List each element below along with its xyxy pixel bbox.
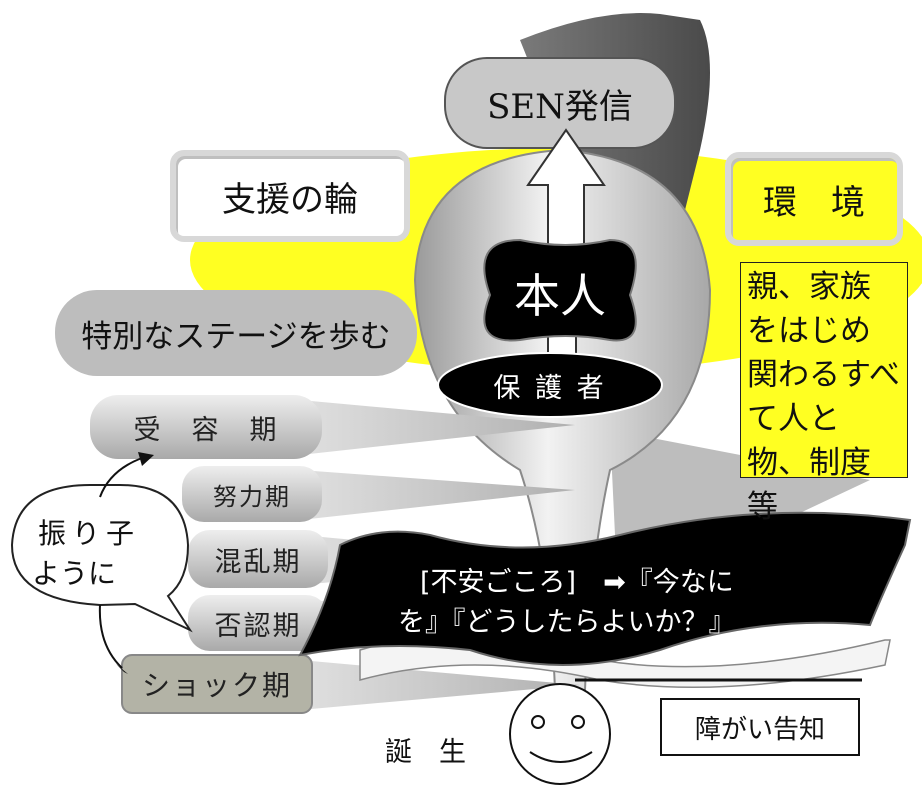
smiley-mouth	[529, 751, 593, 763]
ray-effort	[300, 470, 575, 520]
anxiety-text-line2: を』『どうしたらよいか？』	[398, 607, 736, 638]
special-stage-pill	[55, 290, 417, 376]
stage-label-effort: 努力期	[213, 482, 291, 511]
smiley-eye-right	[571, 715, 585, 729]
guardian-ellipse	[437, 352, 663, 418]
pendulum-label-line2: ように	[32, 557, 117, 590]
anxiety-banner	[298, 511, 912, 666]
stage-tab-shock	[121, 654, 313, 714]
stage-label-shock: ショック期	[141, 669, 292, 702]
special-stage-label: 特別なステージを歩む	[81, 318, 391, 355]
person-label: 本人	[514, 269, 606, 323]
stage-tab-acceptance	[90, 395, 322, 459]
pendulum-arrow-up	[99, 457, 143, 498]
pendulum-arrowhead-up	[138, 452, 154, 466]
support-ring-label: 支援の輪	[170, 150, 410, 242]
ray-acceptance	[300, 400, 575, 455]
guardian-label: 保 護 者	[493, 372, 607, 404]
upward-arrow	[526, 128, 606, 251]
birth-label: 誕 生	[385, 737, 466, 768]
pendulum-label-line1: 振り子	[38, 517, 141, 550]
anxiety-text-line1: [不安ごころ] ➡『今なに	[420, 567, 734, 598]
environment-note: 親、家族をはじめ関わるすべて人と物、制度等	[740, 262, 908, 525]
stage-tab-effort	[182, 466, 322, 522]
stage-label-denial: 否認期	[214, 610, 302, 642]
pendulum-arrowhead-down	[116, 664, 128, 674]
stage-label-acceptance: 受 容 期	[133, 414, 279, 446]
pendulum-bubble	[10, 484, 193, 633]
stage-label-confusion: 混乱期	[214, 546, 302, 578]
smiley-eye-left	[531, 715, 545, 729]
environment-label: 環 境	[725, 152, 903, 246]
pendulum-arrow-down	[98, 604, 123, 669]
smiley-face	[509, 683, 611, 785]
stage-tab-confusion	[188, 530, 328, 588]
person-blob	[483, 238, 637, 342]
sen-label: SEN発信	[487, 86, 633, 127]
notification-box: 障がい告知	[660, 698, 860, 756]
stage-tab-denial	[188, 595, 328, 651]
